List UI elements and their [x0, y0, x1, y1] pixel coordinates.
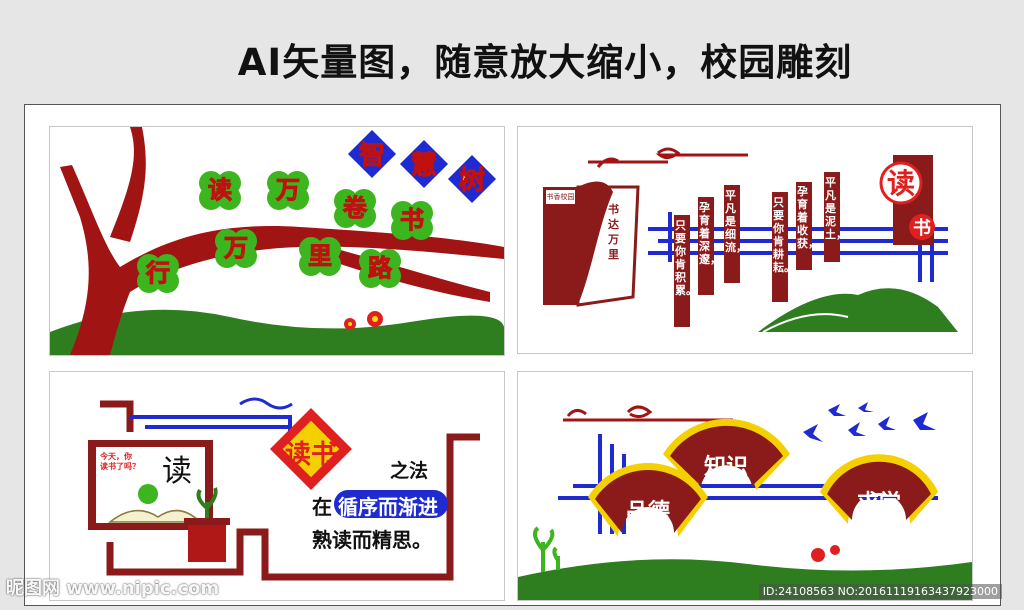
flower-icon — [830, 545, 840, 555]
leaf-row-1 — [199, 171, 433, 240]
leaf-char: 万 — [276, 176, 300, 204]
leaf-row-2 — [137, 229, 401, 293]
watermark-right: ID:24108563 NO:20161119163437923000 — [758, 584, 1002, 599]
fan-text: 求学 — [857, 490, 901, 516]
line1-highlight: 循序而渐进 — [338, 495, 438, 519]
book-cover-text: 书达万里 — [608, 203, 619, 261]
column-text: 平凡是细流， — [725, 189, 747, 254]
plant-icon — [196, 487, 218, 518]
board-small-top: 今天，你 — [100, 452, 132, 461]
title-diamond-text: 读书 — [284, 440, 337, 470]
wisdom-tree-art: 读 万 卷 书 行 万 里 路 智 慧 树 — [50, 127, 504, 355]
flower-center — [372, 316, 378, 322]
cloud-scroll — [563, 405, 733, 422]
method-line-2: 熟读而精思。 — [312, 528, 432, 552]
maroon-frame — [100, 400, 134, 432]
title-suffix: 之法 — [390, 460, 429, 482]
tree-title-diamonds — [347, 129, 497, 204]
column-text: 平凡是泥土， — [825, 176, 847, 241]
badge-dot — [909, 214, 935, 240]
tree-branch-upper — [110, 127, 146, 242]
panel-wisdom-tree: 读 万 卷 书 行 万 里 路 智 慧 树 — [49, 126, 505, 356]
leaf-char: 路 — [368, 254, 393, 282]
cloud-scroll — [588, 147, 748, 168]
leaf-char: 万 — [224, 234, 248, 262]
fans-art: 知识 品德 求学 — [518, 402, 972, 600]
maroon-frame — [106, 433, 480, 581]
tree-title-char: 慧 — [411, 151, 437, 181]
board-char: 读 — [162, 454, 192, 489]
column-text: 只要你肯耕耘。 — [773, 196, 795, 274]
method-line-1: 在循序而渐进 — [312, 491, 438, 520]
board-small-text: 今天，你 读书了吗？ — [100, 452, 150, 472]
fan-text: 知识 — [704, 454, 748, 480]
leaf-char: 里 — [308, 242, 332, 270]
column-text: 只要你肯积累。 — [675, 219, 697, 297]
watermark-left: 昵图网 www.nipic.com — [6, 578, 220, 599]
green-hill — [758, 288, 958, 332]
reading-method-art — [88, 397, 480, 581]
fan-study — [820, 454, 938, 524]
headline: AI矢量图，随意放大缩小，校园雕刻 — [237, 41, 853, 84]
badge-circle — [879, 161, 923, 205]
preview-frame: 读 万 卷 书 行 万 里 路 智 慧 树 — [24, 104, 1001, 606]
leaf-char: 读 — [208, 176, 232, 204]
flower-pot — [188, 522, 226, 562]
line1-prefix: 在 — [312, 495, 332, 519]
reading-columns-art: 读 书 — [543, 147, 958, 333]
badge-bottom-char: 书 — [913, 218, 931, 239]
grass-hill — [50, 309, 504, 355]
leaf-char: 行 — [145, 259, 170, 287]
fan-knowledge — [663, 418, 790, 490]
cloud-scroll — [239, 397, 293, 410]
fan-virtue — [588, 463, 708, 537]
column-text: 孕育着深邃， — [699, 201, 721, 266]
highlight-pill — [334, 490, 448, 518]
birds-icon — [803, 402, 936, 442]
book-cover — [543, 187, 578, 305]
leaf-char: 书 — [400, 206, 424, 234]
flower-center — [348, 322, 352, 326]
panel-reading-method: 今天，你 读书了吗？ 读 读书 之法 在循序而渐进 熟读而精思。 — [49, 371, 505, 601]
book-spine-text: 书香校园 — [546, 193, 575, 201]
text-columns — [674, 172, 840, 327]
tree-title-char: 智 — [359, 141, 385, 171]
sprout-icon — [532, 526, 560, 572]
flower-icon — [811, 548, 825, 562]
column-text: 孕育着收获， — [797, 185, 819, 250]
tree-sprout-icon — [138, 484, 158, 504]
leaf-char: 卷 — [343, 194, 368, 222]
fan-text: 品德 — [626, 499, 670, 525]
board-small-bottom: 读书了吗？ — [100, 462, 140, 471]
open-book-icon — [107, 509, 202, 523]
badge-top-char: 读 — [887, 167, 915, 200]
panel-reading-columns: 读 书 书达万里 书香校园 只要你肯积累。 孕育着深邃， 平凡是细流， 只要你肯… — [517, 126, 973, 354]
tree-title-char: 树 — [459, 166, 485, 196]
book-curl — [578, 181, 613, 305]
panel-fans: 知识 品德 求学 — [517, 371, 973, 601]
